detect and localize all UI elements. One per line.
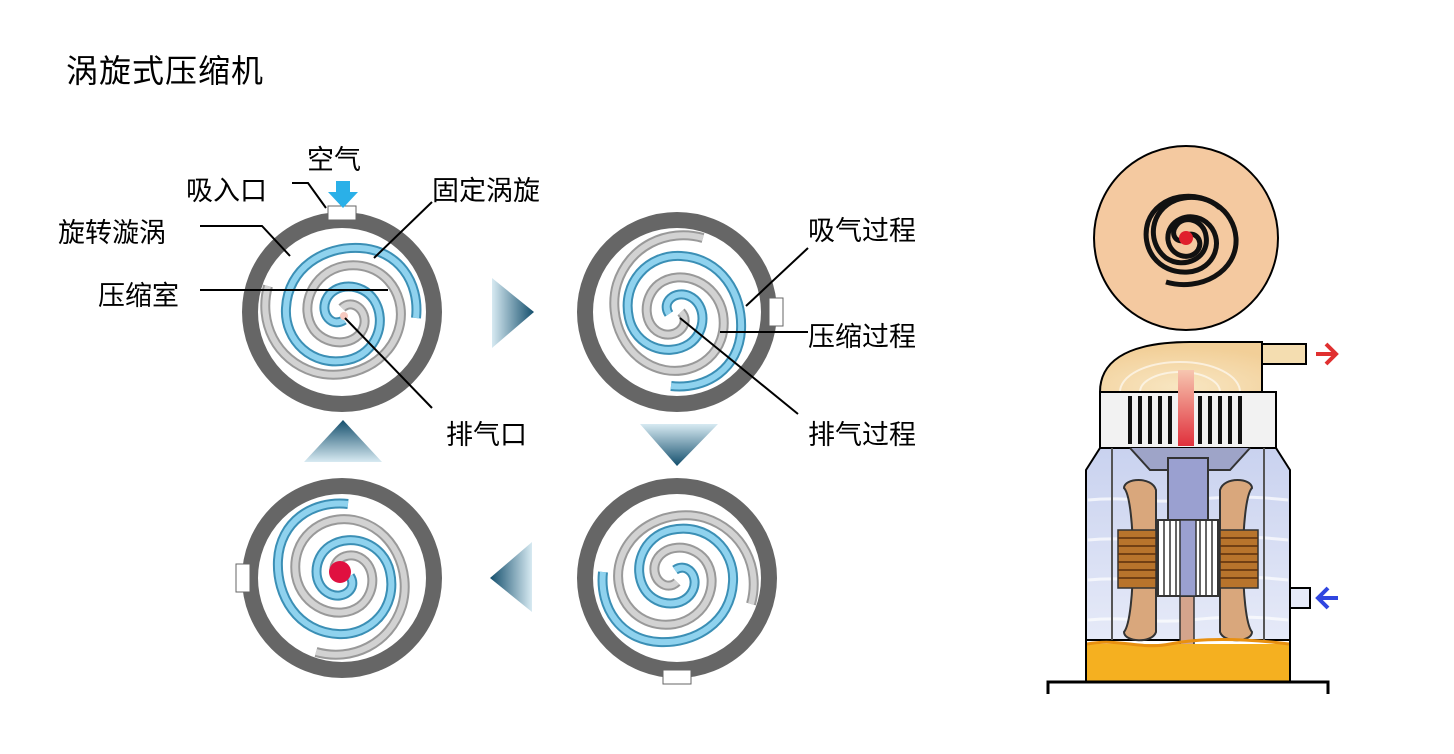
scroll-unit-compression [585, 220, 783, 404]
label-air: 空气 [307, 145, 361, 176]
label-suction-process: 吸气过程 [808, 216, 916, 247]
page-title: 涡旋式压缩机 [66, 52, 265, 90]
cycle-arrow-up [304, 420, 382, 462]
label-discharge-process: 排气过程 [808, 420, 916, 451]
label-compression-chamber: 压缩室 [98, 281, 179, 312]
inlet-arrow-icon [1315, 586, 1338, 610]
cycle-arrow-left [490, 542, 532, 612]
air-arrow-icon [328, 181, 358, 208]
compressor-illustration [1046, 145, 1339, 694]
scroll-unit-exhaust [236, 486, 434, 670]
scroll-unit-discharge [585, 486, 769, 684]
label-compression-process: 压缩过程 [808, 322, 916, 353]
scroll-unit-intake [250, 206, 434, 404]
label-intake-port: 吸入口 [186, 176, 267, 207]
label-fixed-scroll: 固定涡旋 [432, 176, 540, 207]
outlet-arrow-icon [1316, 342, 1339, 366]
cycle-arrow-down [640, 424, 718, 466]
cycle-arrow-right [492, 278, 534, 348]
label-orbiting-scroll: 旋转漩涡 [58, 218, 166, 249]
label-discharge-port: 排气口 [446, 420, 527, 451]
